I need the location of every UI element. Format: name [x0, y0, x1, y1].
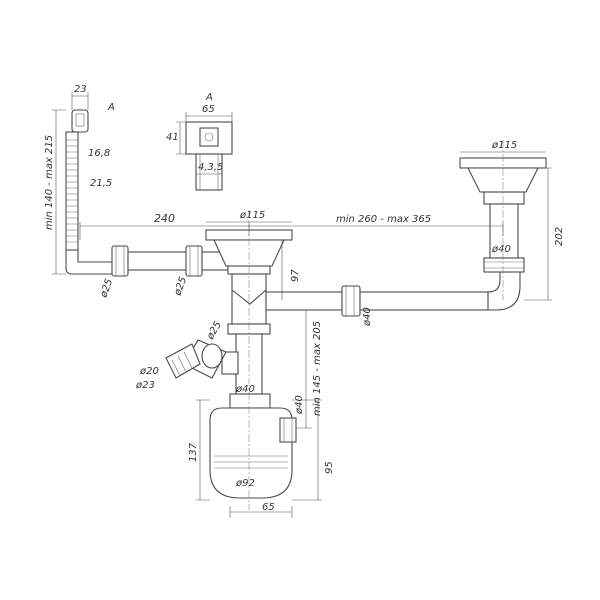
- trap-body: [209, 407, 293, 499]
- label-a-mark: A: [107, 102, 115, 113]
- horizontal-link: [265, 259, 521, 317]
- overflow-elbow-inner: [77, 250, 118, 263]
- label-vert-range: min 140 - max 215: [44, 135, 55, 230]
- detail-a-stem: [195, 153, 223, 191]
- label-65-bottom: 65: [262, 502, 275, 513]
- label-40-trap: ø40: [294, 395, 305, 415]
- label-240: 240: [154, 212, 175, 225]
- label-97: 97: [290, 269, 301, 282]
- label-25-branch: ø25: [205, 320, 224, 343]
- label-a-detail: A: [205, 92, 213, 103]
- label-25-left: ø25: [98, 278, 115, 300]
- overflow-hose: [65, 131, 79, 251]
- nut-left: [111, 245, 129, 277]
- overflow-slot: [75, 113, 85, 127]
- bottle-trap: [209, 393, 297, 499]
- tee-junction: [231, 289, 267, 305]
- side-branch: [165, 339, 227, 379]
- branch-nut: [201, 343, 223, 369]
- label-40-center: ø40: [235, 384, 255, 395]
- label-4-3-5: 4,3,5: [198, 162, 223, 173]
- label-range-mid: min 260 - max 365: [336, 214, 431, 225]
- label-40-right: ø40: [491, 244, 511, 255]
- label-20: ø20: [139, 366, 159, 377]
- label-21-5: 21,5: [90, 178, 112, 189]
- trap-ribs: [214, 455, 288, 469]
- label-65-detail: 65: [202, 104, 215, 115]
- trap-outlet: [279, 417, 297, 443]
- link-pipe-left: [265, 291, 343, 311]
- label-23-top: 23: [74, 84, 87, 95]
- nut-mid: [185, 245, 203, 277]
- overflow-connector: [111, 245, 229, 277]
- detail-a-inner: [199, 127, 219, 147]
- trap-top-nut: [229, 393, 271, 409]
- label-range-vert2: min 145 - max 205: [312, 321, 323, 416]
- label-115-right: ø115: [491, 140, 517, 151]
- right-lower-nut: [483, 257, 525, 273]
- label-40-horiz: ø40: [362, 307, 373, 327]
- label-92: ø92: [235, 478, 255, 489]
- label-115-mid: ø115: [239, 210, 265, 221]
- side-socket: [221, 351, 239, 375]
- hose-ribs: [66, 139, 78, 243]
- label-202: 202: [554, 227, 565, 246]
- label-95: 95: [324, 461, 335, 474]
- overflow-head: [71, 109, 89, 133]
- branch-hose: [165, 343, 201, 379]
- overflow-elbow-outer: [65, 250, 118, 275]
- dimensions: [52, 92, 552, 518]
- label-41-detail: 41: [166, 132, 179, 143]
- label-25-mid: ø25: [172, 276, 189, 298]
- label-137: 137: [188, 442, 199, 462]
- connector-pipe: [127, 251, 189, 271]
- link-nut: [341, 285, 361, 317]
- detail-a: [176, 112, 233, 191]
- overflow-assembly: [65, 109, 118, 275]
- label-23: ø23: [135, 380, 155, 391]
- right-strainer-nut: [483, 191, 525, 205]
- label-16-8: 16,8: [88, 148, 110, 159]
- link-pipe-right: [359, 291, 491, 311]
